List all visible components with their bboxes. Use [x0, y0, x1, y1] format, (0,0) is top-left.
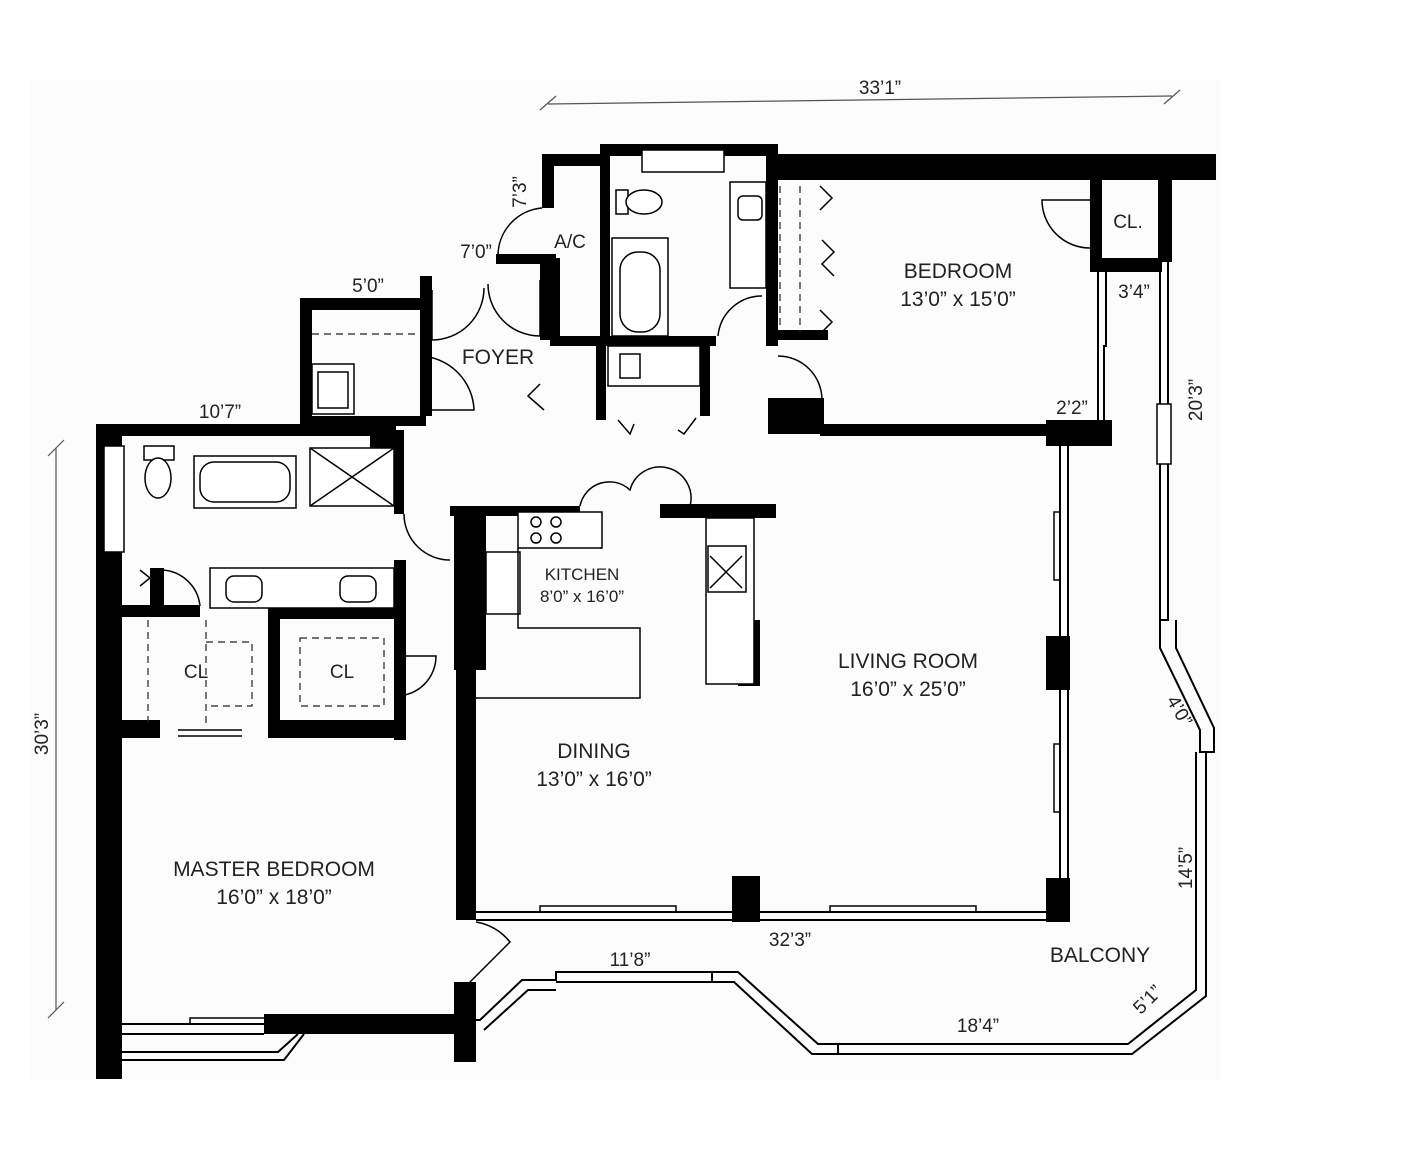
pier-width-label: 2’2”: [1056, 398, 1088, 419]
living-room-name: LIVING ROOM: [838, 650, 978, 673]
kitchen-size: 8’0” x 16’0”: [540, 587, 624, 606]
ac-name: A/C: [554, 232, 586, 253]
dining-size: 13’0” x 16’0”: [536, 768, 652, 791]
balcony-bottom-label: 18’4”: [957, 1016, 999, 1037]
master-bedroom-name: MASTER BEDROOM: [173, 858, 375, 881]
bedroom-name: BEDROOM: [904, 260, 1013, 283]
dimension-lines: [47, 89, 1181, 1019]
master-bedroom-size: 16’0” x 18’0”: [216, 886, 332, 909]
balcony-name: BALCONY: [1050, 944, 1150, 967]
master-closet-right: CL: [330, 662, 354, 683]
closet-width-label: 3’4”: [1118, 282, 1150, 303]
windows-and-partitions: [103, 149, 1215, 1061]
room-labels: BEDROOM 13’0” x 15’0” LIVING ROOM 16’0” …: [173, 212, 1150, 967]
laundry-width-label: 5’0”: [352, 276, 384, 297]
master-closet-left: CL: [184, 662, 208, 683]
fixtures: [143, 181, 767, 699]
dining-name: DINING: [557, 740, 631, 763]
kitchen-name: KITCHEN: [545, 565, 620, 584]
master-bath-width-label: 10’7”: [199, 402, 241, 423]
ac-width-label: 7’0”: [460, 242, 492, 263]
right-height-label: 20’3”: [1186, 379, 1207, 421]
plan-background: [30, 80, 1220, 1080]
overall-height-label: 30’3”: [32, 713, 53, 755]
balcony-side-label: 14’5”: [1176, 847, 1197, 889]
ac-height-label: 7’3”: [510, 176, 531, 208]
closet-dashes: [147, 186, 801, 737]
overall-width-label: 33’1”: [859, 78, 901, 99]
bedroom-closet-name: CL.: [1113, 212, 1143, 233]
front-width-label: 32’3”: [769, 930, 811, 951]
bedroom-size: 13’0” x 15’0”: [900, 288, 1016, 311]
living-room-size: 16’0” x 25’0”: [850, 678, 966, 701]
foyer-name: FOYER: [462, 346, 534, 369]
doors: [139, 185, 1091, 983]
balcony-left-label: 11’8”: [610, 950, 651, 971]
